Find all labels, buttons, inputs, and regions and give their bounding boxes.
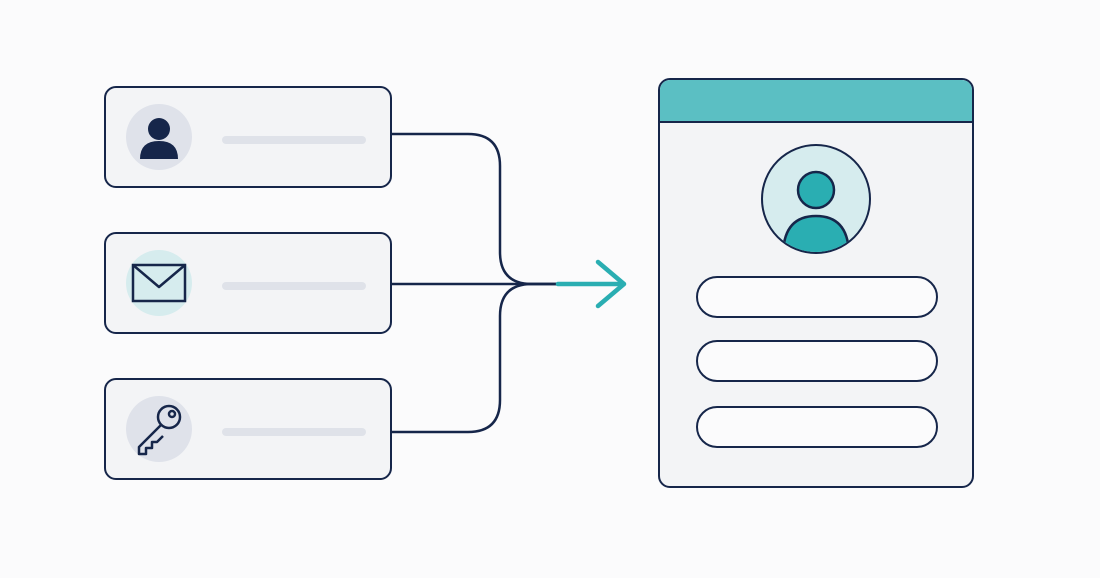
connector-password <box>392 282 560 434</box>
profile-field-2[interactable] <box>696 340 938 382</box>
input-card-email <box>104 232 392 334</box>
profile-field-1[interactable] <box>696 276 938 318</box>
arrow-head-icon <box>595 259 627 309</box>
envelope-icon <box>131 263 187 303</box>
profile-field-3[interactable] <box>696 406 938 448</box>
email-badge <box>126 250 192 316</box>
key-icon <box>137 404 182 456</box>
user-icon <box>140 118 178 159</box>
profile-avatar <box>761 144 871 254</box>
input-card-user <box>104 86 392 188</box>
email-placeholder-line <box>222 282 366 290</box>
user-icon <box>781 170 851 252</box>
user-placeholder-line <box>222 136 366 144</box>
password-badge <box>126 396 192 462</box>
user-badge <box>126 104 192 170</box>
password-placeholder-line <box>222 428 366 436</box>
input-card-password <box>104 378 392 480</box>
profile-header-bar <box>660 80 972 123</box>
connector-user <box>392 132 560 286</box>
profile-card <box>658 78 974 488</box>
